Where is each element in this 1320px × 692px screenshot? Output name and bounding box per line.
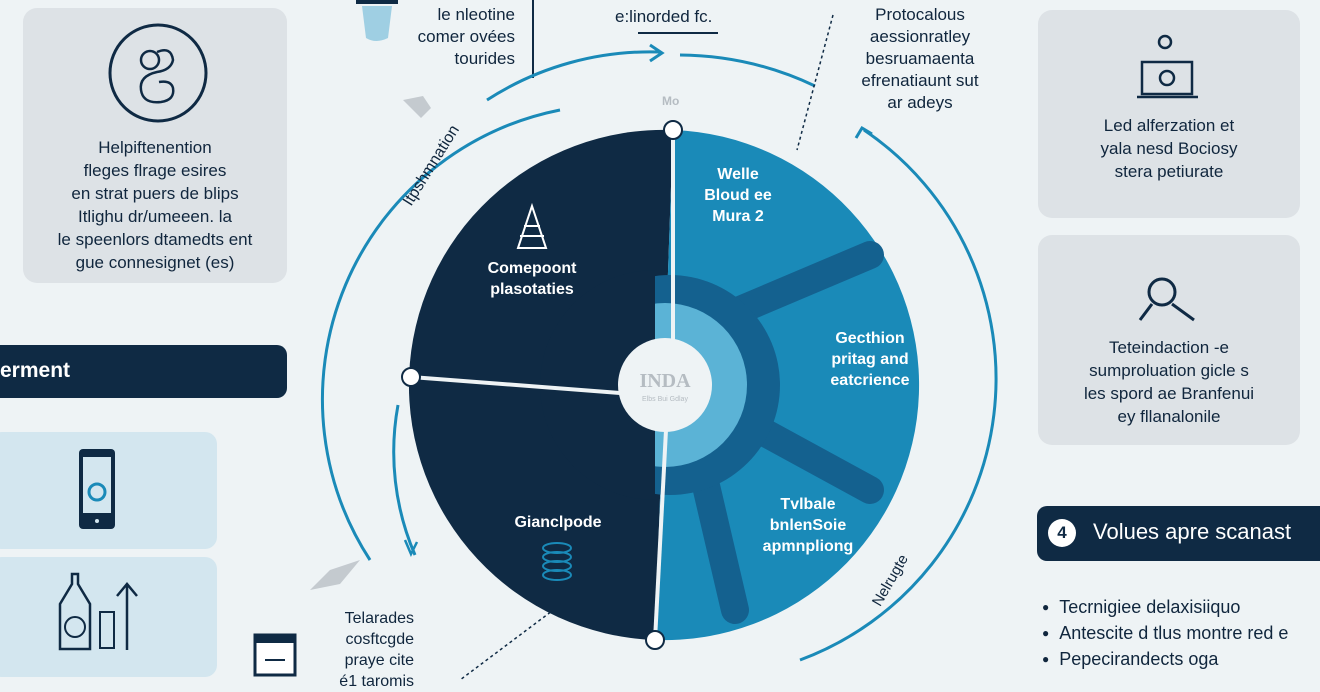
document-icon [253,633,297,677]
card-text-line: le speenlors dtamedts ent [57,230,253,249]
card-text-line: Helpiftenention [98,138,212,157]
bullet-list: Tecrnigiee delaxisiiquo Antescite d tlus… [1042,594,1288,672]
card-text-line: yala nesd Bociosy [1100,139,1238,158]
cycle-arrow-arc [799,128,998,662]
note-line: le nleotine [437,5,515,24]
note-line: tourides [454,49,515,68]
note-line: cosftcgde [345,631,414,648]
segment-label: Gecthion [835,330,905,347]
small-label: Mo [662,94,680,108]
cup-icon [356,0,398,41]
node-dot [663,120,683,140]
card-text-line: Itlighu dr/umeeen. la [77,207,233,226]
bullet-item: Pepecirandects oga [1042,646,1288,672]
center-logo: INDA [639,370,691,392]
section-number-badge: 4 [1048,519,1076,547]
info-card-left: Helpiftenention fleges flrage esires en … [23,8,287,283]
segment-label: Gianclpode [514,514,602,531]
segment-label: Mura 2 [712,208,764,225]
center-subtitle: Elbs Bui Gdlay [642,396,688,403]
segment-label: apmnpliong [762,538,854,555]
lab-card [0,557,217,677]
coil-icon [542,542,572,581]
phone-card [0,432,217,549]
segment-label: Comepoont [487,260,577,277]
note-line: ar adeys [887,93,953,112]
wheel-center [618,338,712,432]
top-center-label: e:linorded fc. [615,7,713,26]
note-line: é1 taromis [339,673,414,690]
note-line: aessionratley [869,27,971,46]
note-line: Protocalous [875,5,965,24]
bullet-item: Antescite d tlus montre red e [1042,620,1288,646]
card-text-line: fleges flrage esires [83,161,227,180]
segment-label: Bloud ee [704,187,772,204]
node-dot [645,630,665,650]
card-text-line: gue connesignet (es) [75,253,235,272]
info-card-right-1: Led alferzation et yala nesd Bociosy ste… [1038,10,1300,218]
organ-icon [108,23,208,123]
node-dot [401,367,421,387]
bullet-item: Tecrnigiee delaxisiiquo [1042,594,1288,620]
note-line: besruamaenta [865,49,975,68]
smartphone-icon [79,449,115,529]
card-text-line: en strat puers de blips [71,184,239,203]
segment-label: Tvlbale [780,496,836,513]
card-text-line: stera petiurate [1114,162,1224,181]
cone-icon [516,202,548,249]
card-text-line: les spord ae Branfenui [1083,384,1255,403]
note-line: efrenatiaunt sut [861,71,979,90]
note-line: Telarades [344,610,414,627]
section-title: Volues apre scanast [1093,519,1292,544]
segment-label: plasotaties [490,281,574,298]
section-header-bar: erment [0,345,287,398]
card-text-line: Led alferzation et [1103,116,1235,135]
cycle-arrow-arc [679,53,816,88]
info-card-right-2: Teteindaction -e sumproluation gicle s l… [1038,235,1300,445]
note-line: comer ovées [417,27,515,46]
section-header-bar-4: 4 Volues apre scanast [1037,506,1320,561]
card-text-line: sumproluation gicle s [1089,361,1249,380]
flask-growth-icon [58,572,138,651]
card-text-line: ey fllanalonile [1117,407,1221,426]
section-header-label: erment [0,359,71,382]
cycle-arrow-arc [320,108,561,561]
segment-label: Welle [717,166,759,183]
segment-label: bnlenSoie [769,517,847,534]
cycle-arrow-arc [486,50,661,102]
segment-label: eatcrience [830,372,910,389]
segment-label: pritag and [831,351,909,368]
note-line: praye cite [344,652,414,669]
card-text-line: Teteindaction -e [1108,338,1230,357]
